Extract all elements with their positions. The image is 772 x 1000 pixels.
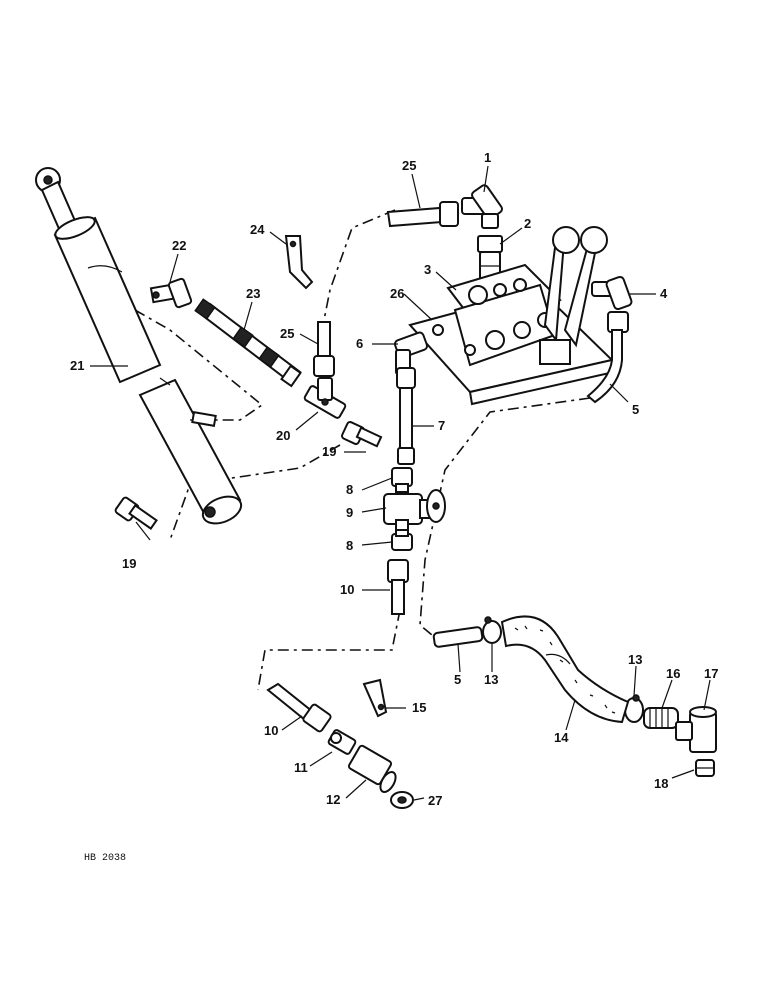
- fitting-19-left: [114, 496, 158, 530]
- clip-24: [284, 235, 314, 290]
- strainer-16: [643, 707, 679, 729]
- callout-11: 11: [294, 760, 308, 775]
- callout-25-top: 25: [402, 158, 416, 173]
- elbow-fitting-4: [591, 275, 633, 333]
- hose-7: [396, 367, 416, 465]
- callout-7: 7: [438, 418, 445, 433]
- cylinder-21: [35, 167, 243, 525]
- leader-lines: [90, 165, 711, 801]
- hose-end-25-lower: [313, 321, 335, 377]
- callout-15: 15: [412, 700, 426, 715]
- check-valve-9: [383, 489, 446, 531]
- callout-2: 2: [524, 216, 531, 231]
- callout-13-upper: 13: [484, 672, 498, 687]
- callout-26: 26: [390, 286, 404, 301]
- fitting-8-bottom: [391, 527, 413, 551]
- callout-22: 22: [172, 238, 186, 253]
- callout-5-lower: 5: [454, 672, 461, 687]
- hose-5-right: [586, 329, 623, 404]
- plug-18: [695, 759, 715, 777]
- callout-25-lower: 25: [280, 326, 294, 341]
- callout-10-upper: 10: [340, 582, 354, 597]
- callout-4: 4: [660, 286, 668, 301]
- clamp-13-lower: [624, 694, 644, 723]
- clip-15: [362, 678, 388, 718]
- callout-10-lower: 10: [264, 723, 278, 738]
- callout-9: 9: [346, 505, 353, 520]
- callout-16: 16: [666, 666, 680, 681]
- elbow-fitting-6: [393, 331, 429, 375]
- callout-27: 27: [428, 793, 442, 808]
- callout-17: 17: [704, 666, 718, 681]
- callout-6: 6: [356, 336, 363, 351]
- callout-1: 1: [484, 150, 491, 165]
- adapter-12: [348, 744, 397, 793]
- nipple-11: [327, 729, 357, 755]
- callout-14: 14: [554, 730, 569, 745]
- callout-20: 20: [276, 428, 290, 443]
- callout-19-left: 19: [122, 556, 136, 571]
- callout-21: 21: [70, 358, 84, 373]
- hose-end-25-top: [386, 201, 459, 228]
- callout-24: 24: [250, 222, 265, 237]
- hose-23: [194, 298, 302, 388]
- callout-12: 12: [326, 792, 340, 807]
- callout-18: 18: [654, 776, 668, 791]
- clamp-13-upper: [482, 616, 502, 644]
- fitting-8-top: [391, 467, 413, 493]
- callout-3: 3: [424, 262, 431, 277]
- elbow-fitting-1: [461, 184, 503, 229]
- tee-17: [675, 706, 717, 753]
- hose-10-lower: [266, 682, 332, 733]
- elbow-fitting-22: [149, 277, 193, 309]
- figure-caption: HB 2038: [84, 853, 126, 864]
- hose-10-upper: [387, 559, 409, 615]
- tee-fitting-20: [303, 377, 347, 419]
- callout-8-top: 8: [346, 482, 353, 497]
- callout-19-right: 19: [322, 444, 336, 459]
- callout-labels: 1 2 3 4 5 5 6 7 8 8 9 10 10 11 12 13 13 …: [70, 150, 718, 808]
- hose-5-lower: [432, 626, 484, 648]
- fitting-19-right: [341, 421, 383, 448]
- callout-8-bottom: 8: [346, 538, 353, 553]
- washer-27: [390, 791, 414, 809]
- suction-hose-14: [500, 615, 630, 724]
- callout-13-lower: 13: [628, 652, 642, 667]
- control-valve-3: [408, 226, 616, 406]
- callout-5-right: 5: [632, 402, 639, 417]
- callout-23: 23: [246, 286, 260, 301]
